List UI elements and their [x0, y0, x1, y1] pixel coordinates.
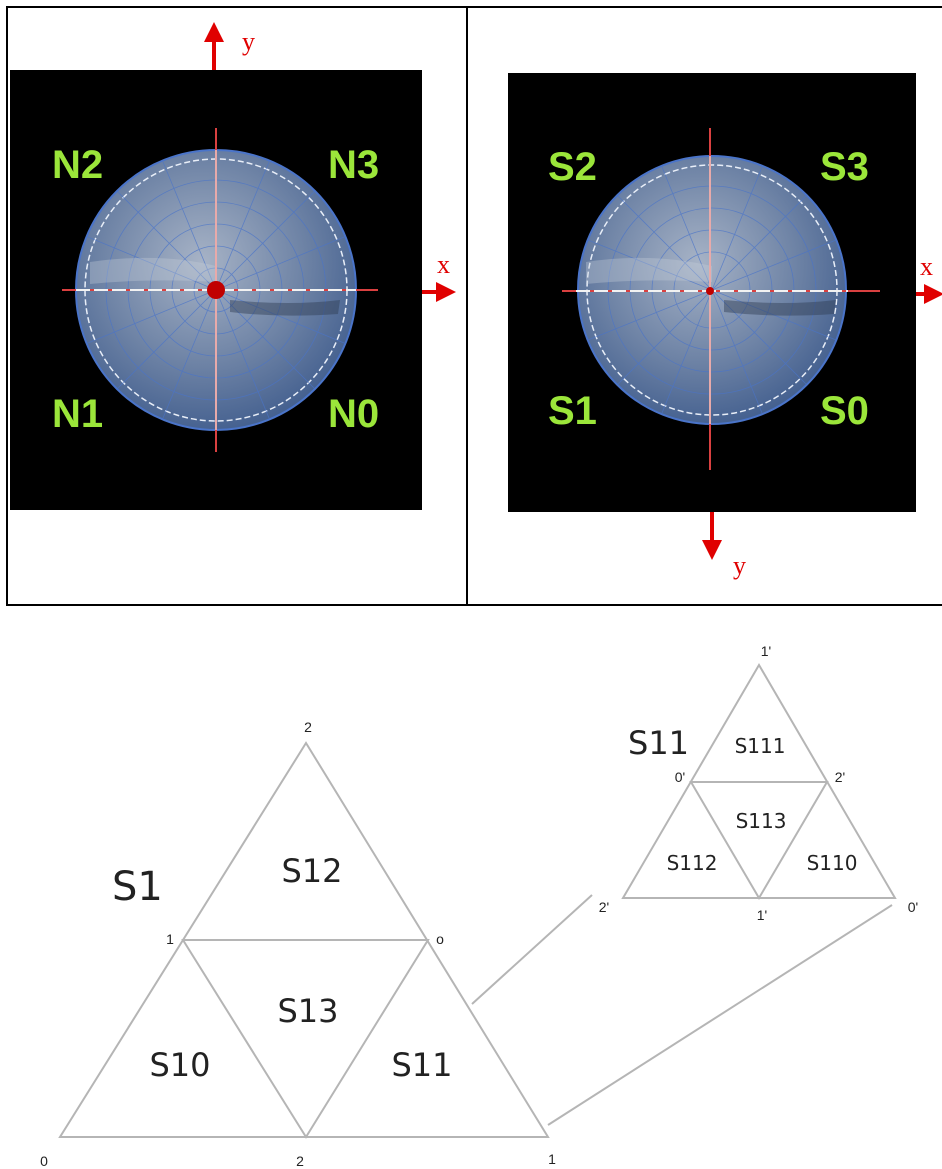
detail-vertex-right-mid: 2': [835, 769, 845, 785]
s1-labels: S1 S12 S13 S10 S11 2 1 o 0 2 1: [40, 719, 556, 1169]
quadrant-n0: N0: [328, 392, 379, 436]
cell-s113: S113: [736, 809, 787, 833]
north-panel: N2 N3 N1 N0 y x: [10, 22, 456, 510]
quadrant-n3: N3: [328, 143, 379, 187]
quadrant-s1: S1: [548, 389, 597, 433]
quadrant-s2: S2: [548, 145, 597, 189]
vertex-left-mid: 1: [166, 931, 174, 947]
s11-labels: S11 S111 S113 S112 S110 1' 0' 2' 2' 1' 0…: [599, 643, 918, 923]
zoom-connector-lower: [547, 904, 893, 1126]
north-y-label: y: [242, 27, 255, 56]
cell-s112: S112: [667, 851, 718, 875]
vertex-bottom-mid: 2: [296, 1153, 304, 1169]
vertex-bottom-left: 0: [40, 1153, 48, 1169]
vertex-bottom-right: 1: [548, 1151, 556, 1167]
south-pole-marker: [706, 287, 714, 295]
quadrant-n1: N1: [52, 392, 103, 436]
vertex-right-mid: o: [436, 931, 444, 947]
s1-title: S1: [112, 864, 163, 910]
s1-subdivision: [58, 741, 893, 1139]
quadrant-s3: S3: [820, 145, 869, 189]
quadrant-s0: S0: [820, 389, 869, 433]
detail-vertex-bottom-left: 2': [599, 899, 609, 915]
figure-frame: [6, 6, 942, 606]
s11-title: S11: [628, 724, 689, 762]
cell-s110: S110: [807, 851, 858, 875]
cell-s12: S12: [281, 852, 342, 890]
s11-inner-triangle: [689, 781, 829, 900]
detail-vertex-bottom-mid: 1': [757, 907, 767, 923]
vertex-top: 2: [304, 719, 312, 735]
south-panel: S2 S3 S1 S0 y x: [508, 73, 942, 580]
zoom-connector-upper: [471, 894, 593, 1005]
quadrant-n2: N2: [52, 143, 103, 187]
cell-s11: S11: [391, 1046, 452, 1084]
cell-s111: S111: [735, 734, 786, 758]
detail-vertex-left-mid: 0': [675, 769, 685, 785]
south-x-label: x: [920, 252, 933, 281]
detail-vertex-bottom-right: 0': [908, 899, 918, 915]
cell-s10: S10: [149, 1046, 210, 1084]
s1-inner-triangle: [181, 939, 430, 1139]
s11-detail: [621, 663, 897, 900]
north-x-label: x: [437, 250, 450, 279]
cell-s13: S13: [277, 992, 338, 1030]
south-y-label: y: [733, 551, 746, 580]
north-pole-marker: [207, 281, 225, 299]
detail-vertex-top: 1': [761, 643, 771, 659]
